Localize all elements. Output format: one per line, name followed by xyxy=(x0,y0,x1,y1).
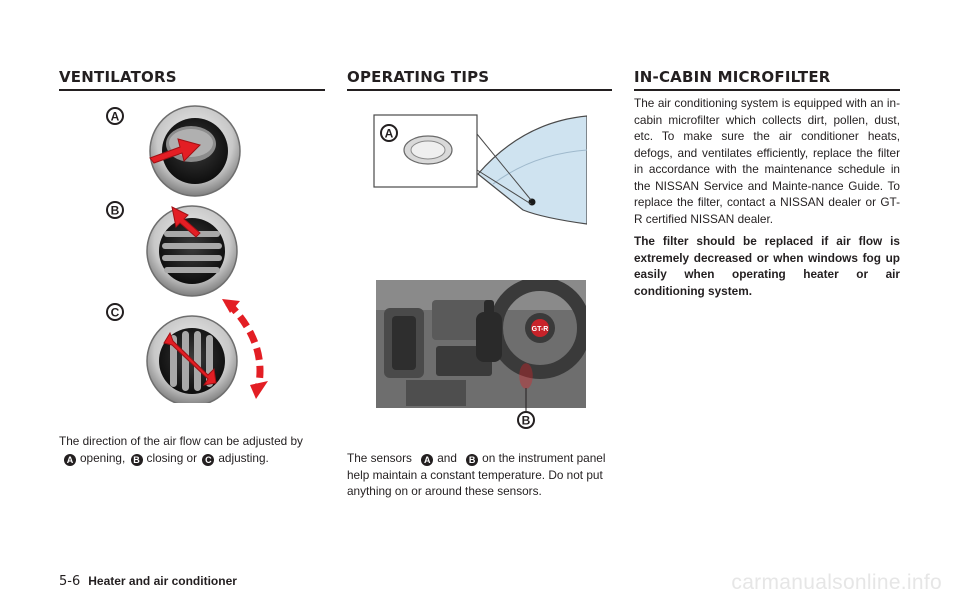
page-number: 5-6 xyxy=(59,574,81,589)
vent-label-a-text: A xyxy=(111,110,120,124)
marker-b: B xyxy=(130,453,143,466)
vent-label-c: C xyxy=(106,303,124,321)
desc-opening: opening, xyxy=(80,450,126,465)
marker-a: A xyxy=(64,453,76,466)
tips-desc-post: on the instrument xyxy=(482,451,574,465)
ventilators-description: The direction of the air flow can be adj… xyxy=(59,433,325,466)
vent-label-a: A xyxy=(106,107,124,125)
sensor-b-label-text: B xyxy=(522,414,531,428)
watermark: carmanualsonline.info xyxy=(731,571,942,594)
desc-adjusting: adjusting. xyxy=(218,450,269,465)
sensor-a-label-text: A xyxy=(385,127,394,141)
microfilter-section: IN-CABIN MICROFILTER The air conditionin… xyxy=(634,68,900,299)
vent-label-b-text: B xyxy=(111,204,120,218)
vent-opening-illustration xyxy=(149,105,241,197)
ventilators-desc-line1: The direction of the air flow can be adj… xyxy=(59,434,303,448)
dash-gtr-logo: GT-R xyxy=(532,326,549,333)
operating-tips-heading: OPERATING TIPS xyxy=(347,68,612,91)
vent-closing-illustration xyxy=(146,205,238,297)
microfilter-paragraph: The air conditioning system is equipped … xyxy=(634,96,900,226)
tips-desc-rest: panel help maintain a constant temperatu… xyxy=(347,451,606,498)
section-title: Heater and air conditioner xyxy=(88,574,237,588)
tips-marker-b: B xyxy=(466,454,479,466)
ventilators-heading: VENTILATORS xyxy=(59,68,325,91)
page-footer: 5-6 Heater and air conditioner xyxy=(59,574,237,589)
microfilter-heading: IN-CABIN MICROFILTER xyxy=(634,68,900,91)
sensor-b-figure: GT-R B xyxy=(376,280,586,429)
marker-c: C xyxy=(202,453,215,466)
ventilator-figure: A B C xyxy=(106,105,268,403)
ventilators-section: VENTILATORS xyxy=(59,68,325,91)
tips-desc-pre: The sensors xyxy=(347,451,412,465)
vent-adjusting-illustration xyxy=(146,299,268,403)
sensor-a-figure: A xyxy=(373,114,587,225)
sensor-b-label: B xyxy=(517,411,535,429)
vent-label-b: B xyxy=(106,201,124,219)
desc-closing: closing or xyxy=(146,450,198,465)
operating-tips-section: OPERATING TIPS xyxy=(347,68,612,91)
vent-label-c-text: C xyxy=(111,306,120,320)
tips-marker-a: A xyxy=(421,454,434,466)
sensor-a-label: A xyxy=(380,124,398,142)
microfilter-warning: The filter should be replaced if air flo… xyxy=(634,234,900,298)
tips-desc-and: and xyxy=(437,451,457,465)
